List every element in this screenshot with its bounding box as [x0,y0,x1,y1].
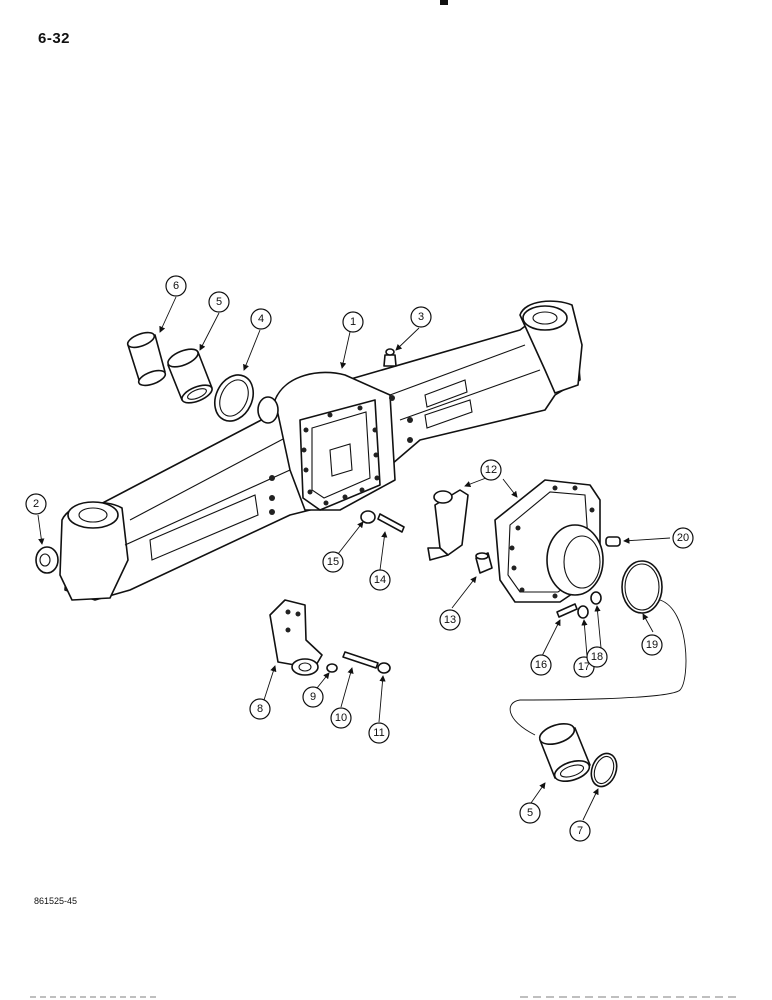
svg-text:7: 7 [577,825,583,837]
svg-text:1: 1 [350,316,356,328]
side-cover [427,479,604,603]
svg-text:9: 9 [310,691,316,703]
svg-text:13: 13 [444,614,456,626]
bushing-5-lower [538,722,591,783]
oring-19 [621,560,663,614]
washer-9 [326,663,338,673]
nut-11 [377,662,391,674]
callout-12: 12 [480,459,502,481]
spacer-13 [475,552,493,574]
stud-10 [342,651,379,669]
svg-text:17: 17 [578,661,590,673]
svg-text:11: 11 [373,727,384,739]
callout-13: 13 [439,609,461,631]
callout-8: 8 [249,698,271,720]
callout-2: 2 [25,493,47,515]
plug-20 [605,536,621,547]
svg-text:20: 20 [677,532,689,544]
figure-code: 861525-45 [34,896,78,906]
svg-text:2: 2 [33,498,39,510]
oring-7 [590,752,618,788]
callout-7: 7 [569,820,591,842]
callout-10: 10 [330,707,352,729]
bushing-6 [126,331,167,387]
grease-fitting [383,348,397,367]
svg-text:14: 14 [374,574,386,586]
callout-18: 18 [586,646,608,668]
callout-4: 4 [250,308,272,330]
leader-lines [37,296,671,821]
svg-text:15: 15 [327,556,339,568]
svg-text:5: 5 [216,296,222,308]
page-edge-mark [440,0,448,5]
callout-5: 5 [208,291,230,313]
svg-text:18: 18 [591,651,603,663]
svg-text:8: 8 [257,703,263,715]
stud-14-nut-15 [360,510,405,533]
bracket-8 [269,599,323,676]
relocation-line [509,599,687,736]
svg-text:19: 19 [646,639,658,651]
seal-ring-4 [213,374,255,422]
svg-text:4: 4 [258,313,264,325]
callout-11: 11 [368,722,390,744]
svg-text:12: 12 [485,464,497,476]
stud-16-nut-17-washer-18 [556,591,602,619]
callout-20: 20 [672,527,694,549]
page-number: 6-32 [38,30,71,47]
svg-text:6: 6 [173,280,179,292]
svg-text:3: 3 [418,311,424,323]
callout-5-lower: 5 [519,802,541,824]
svg-text:5: 5 [527,807,533,819]
callout-15: 15 [322,551,344,573]
callout-16: 16 [530,654,552,676]
svg-text:16: 16 [535,659,547,671]
axle-housing [35,300,583,601]
callout-3: 3 [410,306,432,328]
callout-19: 19 [641,634,663,656]
svg-text:10: 10 [335,712,347,724]
callout-6: 6 [165,275,187,297]
bushing-5 [167,348,213,404]
callout-1: 1 [342,311,364,333]
callout-14: 14 [369,569,391,591]
callout-9: 9 [302,686,324,708]
